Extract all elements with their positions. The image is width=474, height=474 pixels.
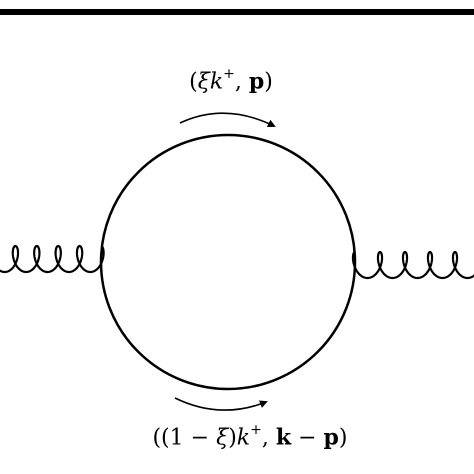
fermion-loop [99, 133, 357, 391]
gluon-left [0, 244, 105, 274]
bottom-momentum-label-part: − [291, 425, 324, 451]
top-momentum-label-part: , [234, 69, 249, 95]
bottom-momentum-label-part: p [323, 424, 339, 451]
top-momentum-label-part: p [248, 68, 265, 95]
bottom-momentum-label-part: k [236, 425, 251, 451]
bottom-momentum-label: ((1 − ξ)k+, k − p) [152, 422, 348, 451]
bottom-momentum-label-part: , [261, 425, 276, 451]
top-momentum-label-part: ( [189, 69, 198, 95]
bottom-momentum-label-part: ) [228, 425, 237, 451]
top-momentum-label: (ξk+, p) [189, 66, 273, 95]
top-momentum-label-part: ) [264, 69, 273, 95]
bottom-momentum-arrow [174, 397, 268, 411]
top-momentum-arrow [179, 112, 276, 127]
gluon-right [351, 250, 474, 280]
bottom-momentum-label-part: ξ [216, 425, 229, 451]
bottom-momentum-label-part: ) [338, 425, 348, 451]
bottom-momentum-label-part: + [250, 422, 262, 438]
bottom-momentum-label-part: k [275, 424, 292, 451]
bottom-momentum-label-part: ((1 − [152, 425, 217, 451]
top-momentum-label-part: + [223, 66, 235, 82]
top-momentum-label-part: ξk [197, 69, 224, 95]
